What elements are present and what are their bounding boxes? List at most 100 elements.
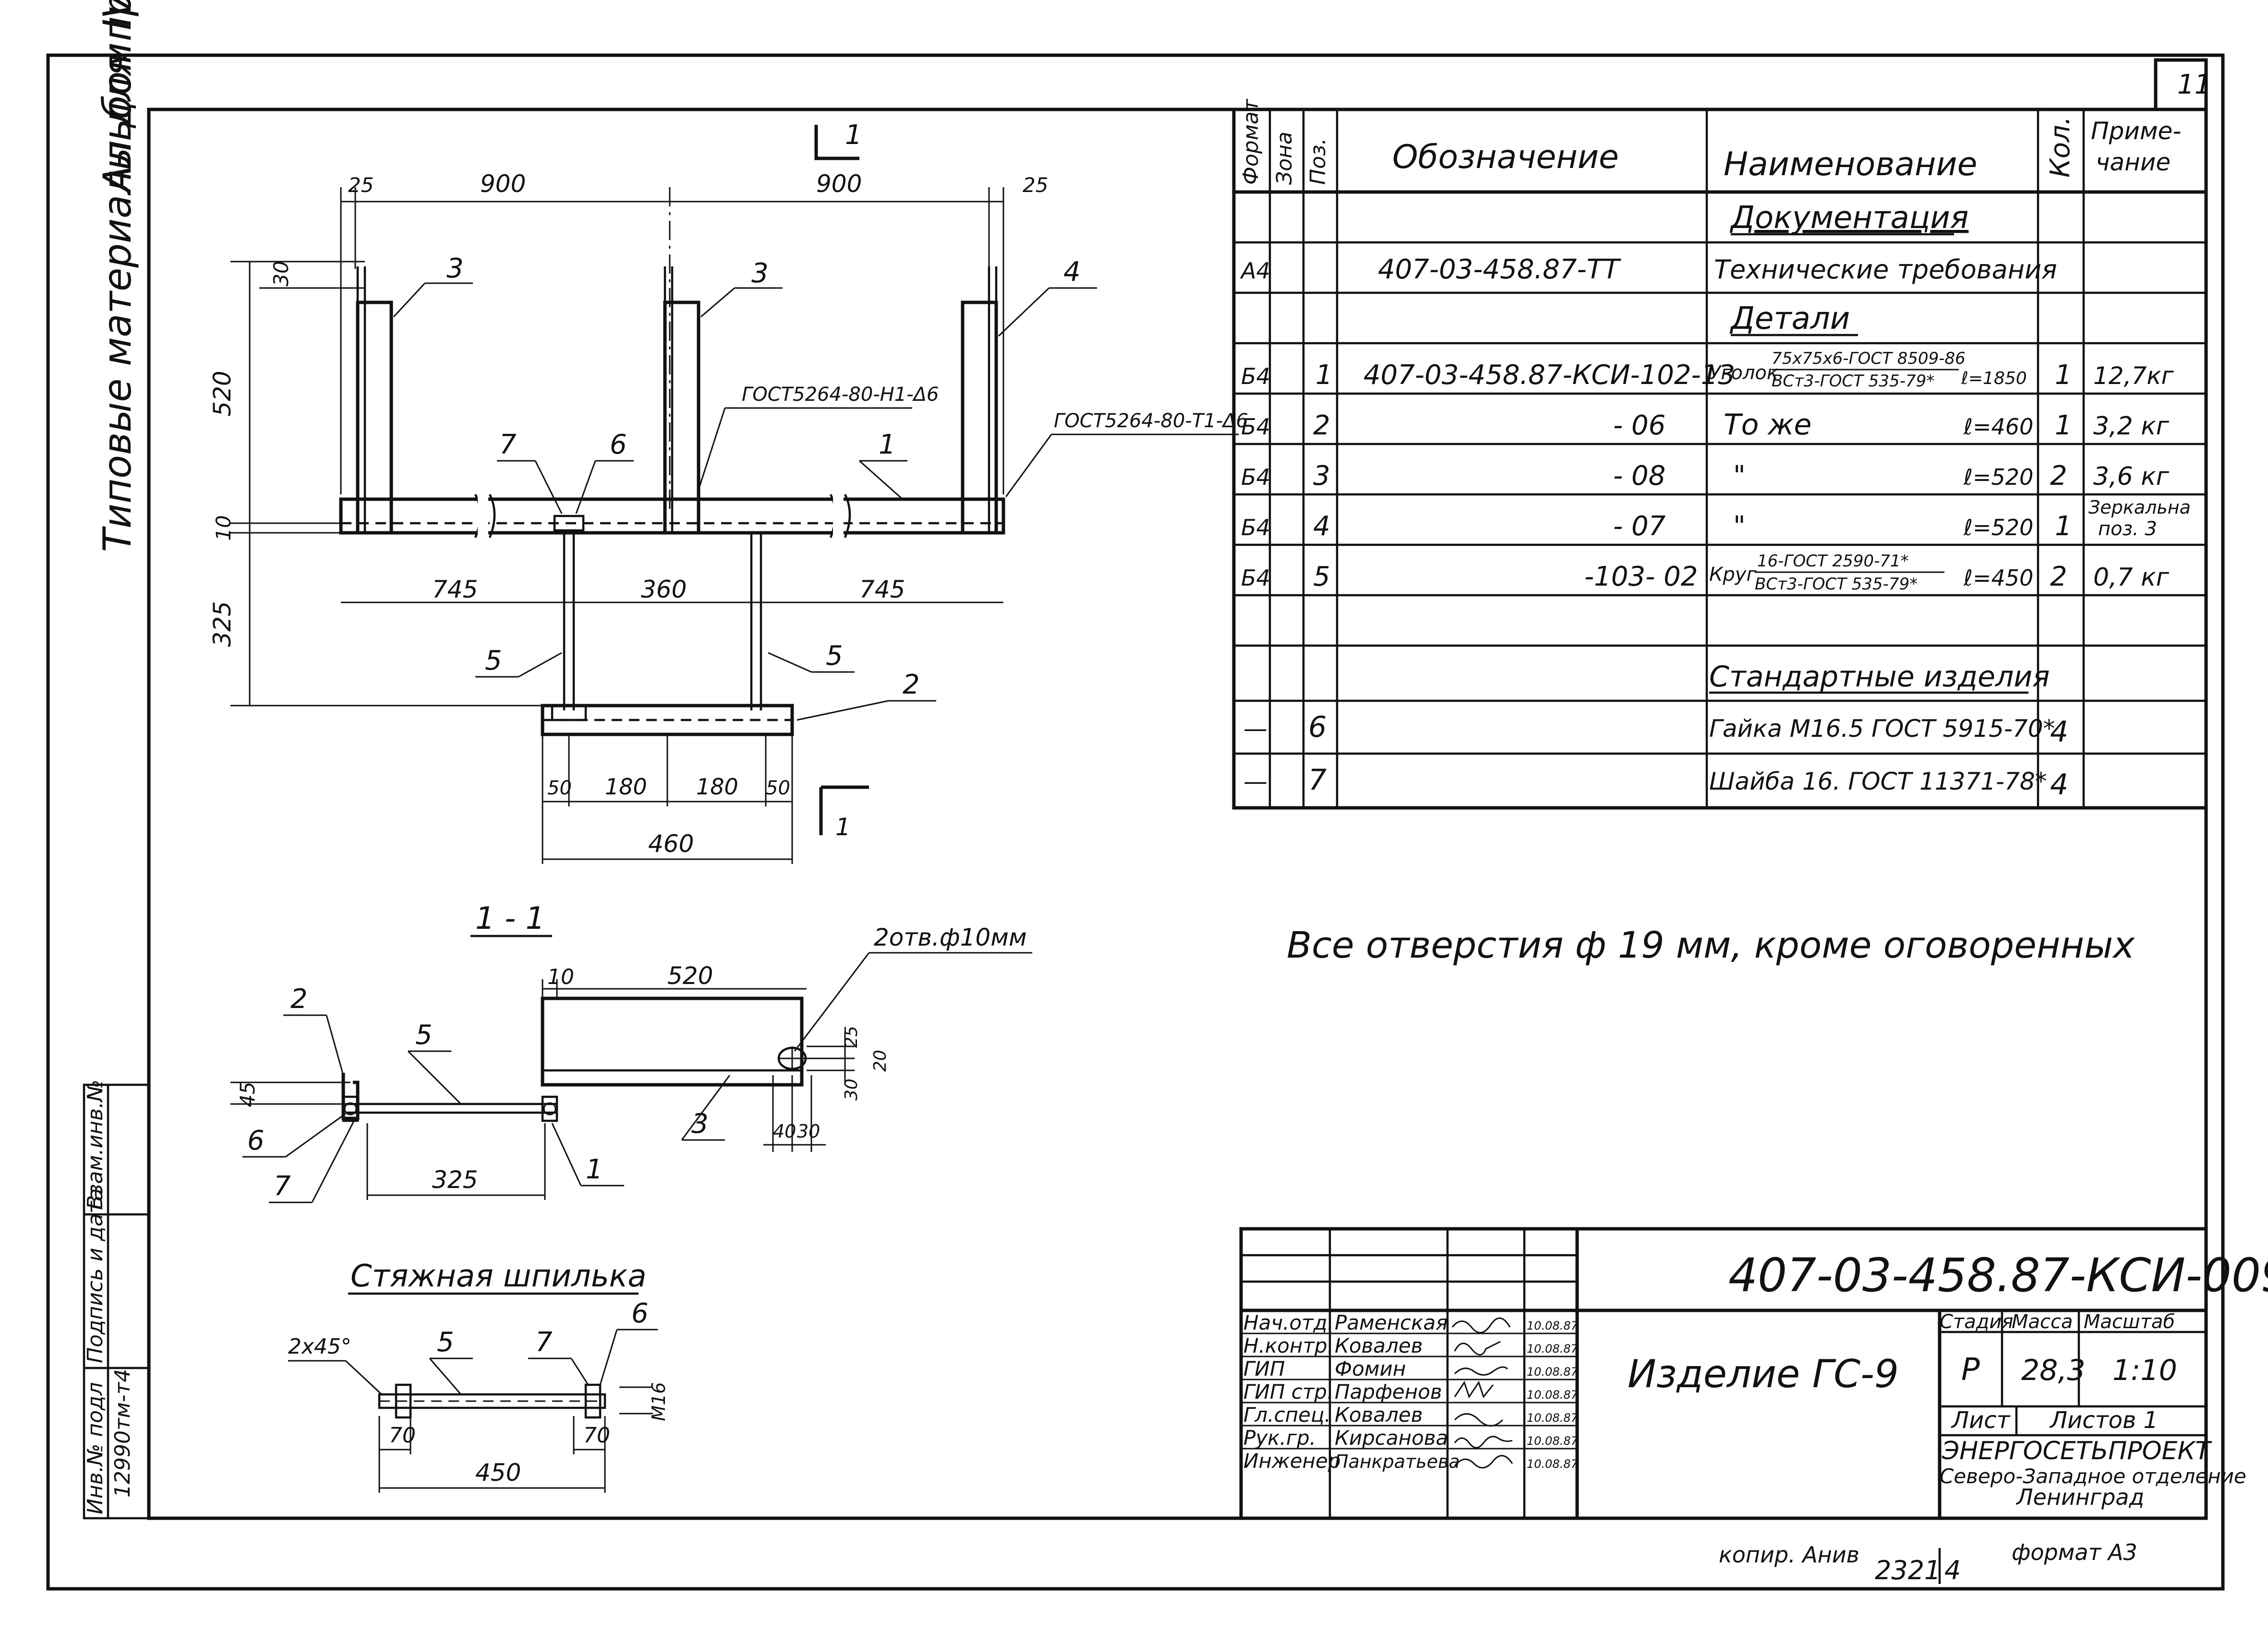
- stud-callout-5: 5: [437, 1327, 454, 1358]
- std1-format: —: [1243, 715, 1267, 743]
- signer-role-7: Инженер: [1243, 1449, 1341, 1473]
- std2-qty: 4: [2050, 768, 2068, 802]
- signer-role-1: Нач.отд.: [1243, 1311, 1334, 1334]
- sec-dim-45: 45: [236, 1081, 259, 1107]
- inner-frame: [147, 108, 2208, 1520]
- signer-name-4: Парфенов: [1335, 1380, 1442, 1404]
- section-title: 1 - 1: [475, 901, 545, 936]
- sec-dim-10: 10: [547, 965, 574, 989]
- row3-note: 3,6 кг: [2093, 462, 2170, 491]
- signer-role-2: Н.контр.: [1243, 1334, 1334, 1357]
- copied-by: копир. Анив: [1719, 1542, 1859, 1568]
- scale-label: Масштаб: [2084, 1311, 2175, 1333]
- std2-name: Шайба 16. ГОСТ 11371-78*: [1709, 768, 2047, 795]
- sec-callout-1: 1: [586, 1154, 603, 1185]
- row4-note-l2: поз. 3: [2098, 518, 2157, 540]
- row5-designation: -103- 02: [1584, 561, 1698, 592]
- hdr-note-l2: чание: [2096, 148, 2171, 176]
- general-note: Все отверстия ф 19 мм, кроме оговоренных: [1287, 924, 2135, 966]
- signer-name-6: Кирсанова: [1335, 1426, 1448, 1450]
- hdr-zone: Зона: [1272, 132, 1297, 185]
- row3-name: ": [1733, 460, 1746, 492]
- series-caption: Типовые материалы для проектирования 407…: [95, 0, 140, 552]
- hdr-qty: Кол.: [2045, 116, 2076, 178]
- stage-value: Р: [1961, 1352, 1980, 1388]
- callout-2: 2: [903, 669, 920, 700]
- std2-pos: 7: [1308, 763, 1327, 797]
- stud-dim-70a: 70: [389, 1423, 416, 1448]
- callout-6: 6: [610, 429, 627, 460]
- order-sub: 4: [1944, 1555, 1961, 1585]
- sec-dim-25: 25: [842, 1026, 861, 1048]
- strip-inv-number: 12990тм-т4: [110, 1369, 135, 1498]
- std2-format: —: [1243, 768, 1267, 795]
- sheet-label: Лист: [1951, 1407, 2011, 1434]
- sec-dim-30h: 30: [797, 1121, 820, 1142]
- row1-designation: 407-03-458.87-КСИ-102-13: [1363, 360, 1735, 391]
- doc-name: Технические требования: [1714, 254, 2057, 285]
- dim-left-10: 10: [212, 515, 235, 540]
- row1-frac-top: 75х75х6-ГОСТ 8509-86: [1772, 349, 1966, 368]
- row1-length: ℓ=1850: [1961, 369, 2027, 388]
- stud-thread: M16: [648, 1382, 669, 1421]
- row5-note: 0,7 кг: [2093, 563, 2170, 592]
- row5-qty: 2: [2050, 561, 2067, 592]
- row2-qty: 1: [2055, 410, 2072, 441]
- row5-name: Круг: [1709, 564, 1757, 586]
- format-label: формат А3: [2012, 1539, 2137, 1565]
- signer-date-5: 10.08.87: [1527, 1411, 1579, 1425]
- dim-left-30: 30: [269, 261, 293, 286]
- row4-length: ℓ=520: [1963, 515, 2033, 540]
- callout-5a: 5: [485, 645, 502, 676]
- title-block: 407-03-458.87-КСИ-009 Изделие ГС-9 Стади…: [1239, 1227, 2268, 1520]
- product-name: Изделие ГС-9: [1628, 1352, 1899, 1396]
- row4-qty: 1: [2055, 511, 2072, 542]
- main-view: 1 25 900 900 25 30 520 10 325: [208, 120, 1248, 864]
- row4-format: Б4: [1241, 515, 1270, 540]
- callout-5b: 5: [826, 640, 843, 672]
- sheets-label: Листов 1: [2049, 1407, 2158, 1434]
- spec-table: Формат Зона Поз. Обозначение Наименовани…: [1232, 98, 2208, 810]
- hdr-pos: Поз.: [1306, 138, 1330, 185]
- row3-designation: - 08: [1613, 460, 1665, 492]
- left-strip: Инв.№ подл Подпись и дата Взам.инв.№ 129…: [83, 1080, 150, 1520]
- sec-dim-30v: 30: [842, 1079, 861, 1101]
- sec-callout-7: 7: [274, 1171, 291, 1202]
- signer-name-1: Раменская: [1335, 1311, 1448, 1334]
- row4-designation: - 07: [1613, 511, 1666, 542]
- dim-left-520: 520: [208, 371, 236, 416]
- row4-name: ": [1733, 511, 1746, 542]
- mass-value: 28,3: [2021, 1354, 2086, 1387]
- row5-frac-top: 16-ГОСТ 2590-71*: [1757, 552, 1909, 571]
- signer-date-7: 10.08.87: [1527, 1457, 1579, 1471]
- row2-length: ℓ=460: [1963, 414, 2033, 440]
- row3-format: Б4: [1241, 464, 1270, 490]
- signer-role-3: ГИП: [1243, 1357, 1285, 1380]
- drawing-code: 407-03-458.87-КСИ-009: [1728, 1248, 2268, 1302]
- dim-mid-745a: 745: [432, 576, 478, 603]
- callout-4: 4: [1063, 256, 1081, 288]
- holes-note: 2отв.ф10мм: [874, 924, 1027, 951]
- signer-date-3: 10.08.87: [1527, 1365, 1579, 1379]
- row5-pos: 5: [1313, 561, 1330, 592]
- doc-format: А4: [1240, 258, 1270, 284]
- callout-7: 7: [499, 429, 517, 460]
- weld-label-left: ГОСТ5264-80-Н1-Δ6: [742, 384, 939, 406]
- dim-bot-460: 460: [648, 830, 694, 858]
- dim-mid-360: 360: [641, 576, 687, 603]
- row2-name: То же: [1724, 408, 1811, 442]
- order-number: 2321: [1875, 1555, 1941, 1585]
- dim-bot-50a: 50: [547, 777, 572, 799]
- row3-length: ℓ=520: [1963, 464, 2033, 490]
- sec-callout-2: 2: [290, 984, 308, 1015]
- signer-name-5: Ковалев: [1335, 1403, 1423, 1427]
- stud-view: Стяжная шпилька 70 70 450 M16 2x45° 5 7 …: [288, 1259, 669, 1493]
- sec-dim-20: 20: [870, 1050, 890, 1072]
- row2-format: Б4: [1241, 414, 1270, 440]
- signer-role-4: ГИП стр.: [1243, 1380, 1333, 1404]
- org-line-1: ЭНЕРГОСЕТЬПРОЕКТ: [1942, 1437, 2212, 1465]
- row1-frac-bot: ВСт3-ГОСТ 535-79*: [1772, 372, 1934, 391]
- footer: копир. Анив 2321 4 формат А3: [1719, 1539, 2137, 1585]
- section-mark-top: 1: [845, 120, 862, 151]
